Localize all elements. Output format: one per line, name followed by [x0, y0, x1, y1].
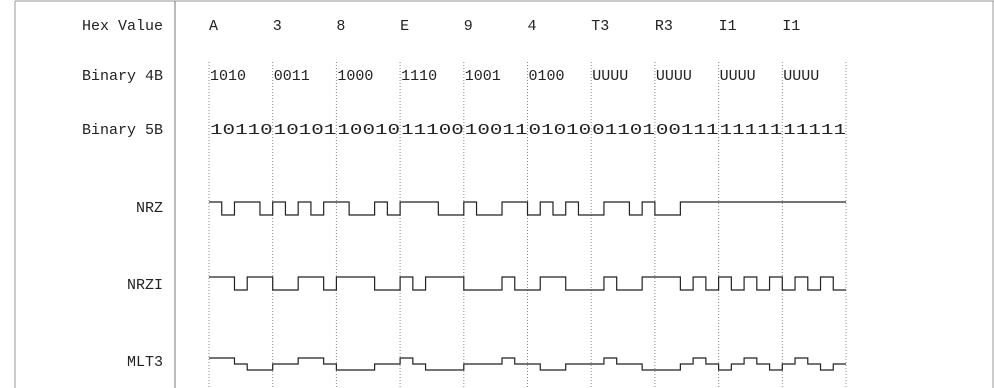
binary-5b-cell: 11111: [720, 122, 783, 139]
binary-5b-cell: 11111: [783, 122, 846, 139]
symbol-text-layer: A 1010 10110 3 0011 10101 8 1000 10010 E 1110 11100…: [209, 18, 846, 139]
row-label-nrzi: NRZI: [127, 277, 163, 294]
binary-5b-cell: 10101: [274, 122, 337, 139]
binary-4b-cell: UUUU: [592, 68, 628, 85]
binary-4b-cell: 0011: [274, 68, 310, 85]
symbol-boundary-grid: [208, 62, 847, 388]
hex-value-cell: 9: [464, 18, 473, 35]
binary-5b-cell: 10011: [465, 122, 528, 139]
hex-value-cell: T3: [591, 18, 609, 35]
hex-value-cell: 8: [336, 18, 345, 35]
hex-value-cell: A: [209, 18, 218, 35]
binary-4b-cell: UUUU: [720, 68, 756, 85]
row-label-mlt3: MLT3: [127, 354, 163, 371]
binary-4b-cell: 1000: [337, 68, 373, 85]
mlt3-waveform: [209, 357, 846, 371]
binary-4b-cell: 1001: [465, 68, 501, 85]
hex-value-cell: R3: [655, 18, 673, 35]
binary-5b-cell: 10110: [210, 122, 273, 139]
binary-4b-cell: UUUU: [783, 68, 819, 85]
waveform-layer: [209, 201, 846, 371]
hex-value-cell: I1: [719, 18, 737, 35]
row-label-binary-4b: Binary 4B: [82, 68, 163, 85]
binary-4b-cell: 1110: [401, 68, 437, 85]
hex-value-cell: 3: [273, 18, 282, 35]
binary-5b-cell: 10010: [337, 122, 400, 139]
row-label-hex: Hex Value: [82, 18, 163, 35]
hex-value-cell: E: [400, 18, 409, 35]
binary-5b-cell: 11100: [401, 122, 464, 139]
hex-value-cell: I1: [782, 18, 800, 35]
binary-4b-cell: UUUU: [656, 68, 692, 85]
nrz-waveform: [209, 201, 846, 216]
row-label-binary-5b: Binary 5B: [82, 122, 163, 139]
hex-value-cell: 4: [528, 18, 537, 35]
binary-5b-cell: 01101: [592, 122, 655, 139]
nrzi-waveform: [209, 276, 846, 291]
binary-5b-cell: 00111: [656, 122, 719, 139]
binary-5b-cell: 01010: [529, 122, 592, 139]
row-label-nrz: NRZ: [136, 200, 163, 217]
binary-4b-cell: 0100: [529, 68, 565, 85]
binary-4b-cell: 1010: [210, 68, 246, 85]
